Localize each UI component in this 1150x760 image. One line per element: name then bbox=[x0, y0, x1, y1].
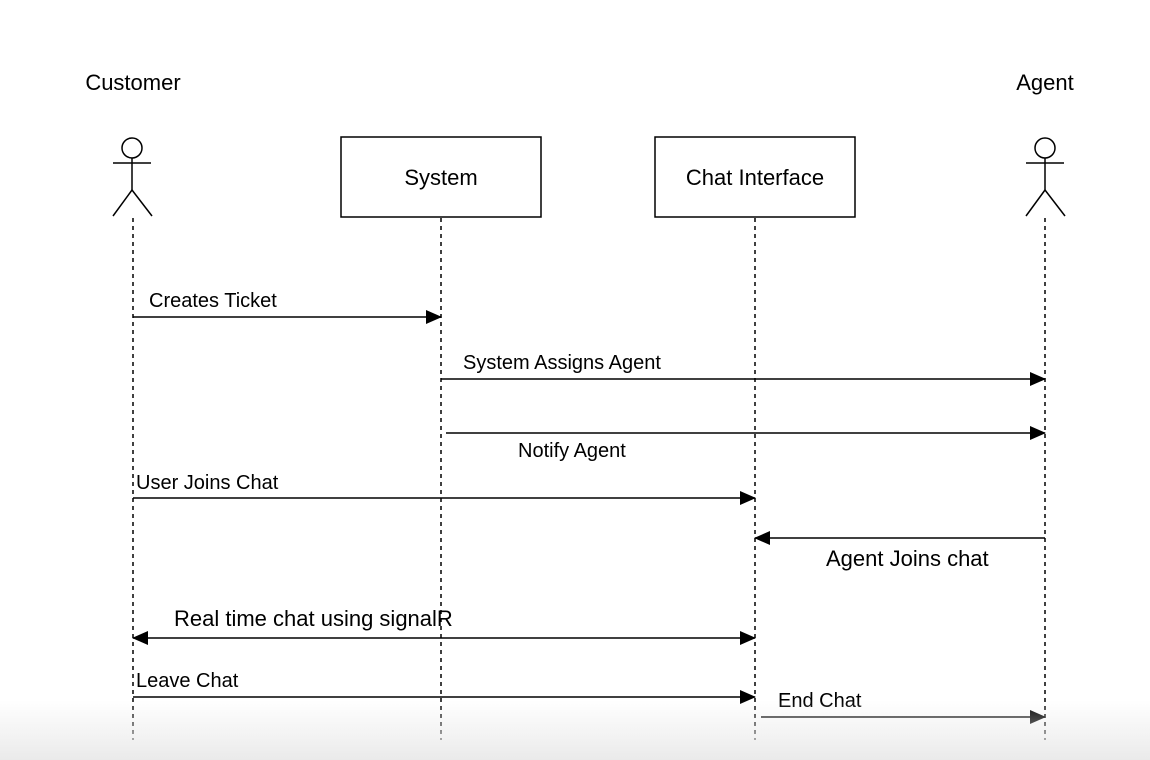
customer-label: Customer bbox=[85, 70, 180, 95]
chat-interface-box: Chat Interface bbox=[654, 136, 856, 218]
message-notify-agent: Notify Agent bbox=[446, 426, 1046, 462]
message-user-joins-chat: User Joins Chat bbox=[133, 472, 756, 505]
message-system-assigns-agent: System Assigns Agent bbox=[441, 352, 1046, 386]
message-label: Agent Joins chat bbox=[826, 546, 989, 571]
chat-interface-label: Chat Interface bbox=[686, 165, 824, 190]
customer-actor-icon bbox=[112, 137, 153, 217]
message-label: System Assigns Agent bbox=[463, 352, 661, 374]
message-label: Leave Chat bbox=[136, 670, 239, 692]
system-box: System bbox=[340, 136, 542, 218]
message-label: User Joins Chat bbox=[136, 472, 279, 494]
message-agent-joins-chat: Agent Joins chat bbox=[754, 531, 1045, 571]
message-leave-chat: Leave Chat bbox=[133, 670, 756, 704]
message-real-time-chat: Real time chat using signalR bbox=[132, 606, 756, 645]
agent-label: Agent bbox=[1016, 70, 1074, 95]
message-label: Notify Agent bbox=[518, 440, 626, 462]
agent-actor-icon bbox=[1025, 137, 1066, 217]
system-label: System bbox=[404, 165, 477, 190]
message-end-chat: End Chat bbox=[761, 690, 1046, 724]
message-label: Real time chat using signalR bbox=[174, 606, 453, 631]
message-creates-ticket: Creates Ticket bbox=[133, 290, 442, 324]
message-label: End Chat bbox=[778, 690, 862, 712]
message-label: Creates Ticket bbox=[149, 290, 277, 312]
